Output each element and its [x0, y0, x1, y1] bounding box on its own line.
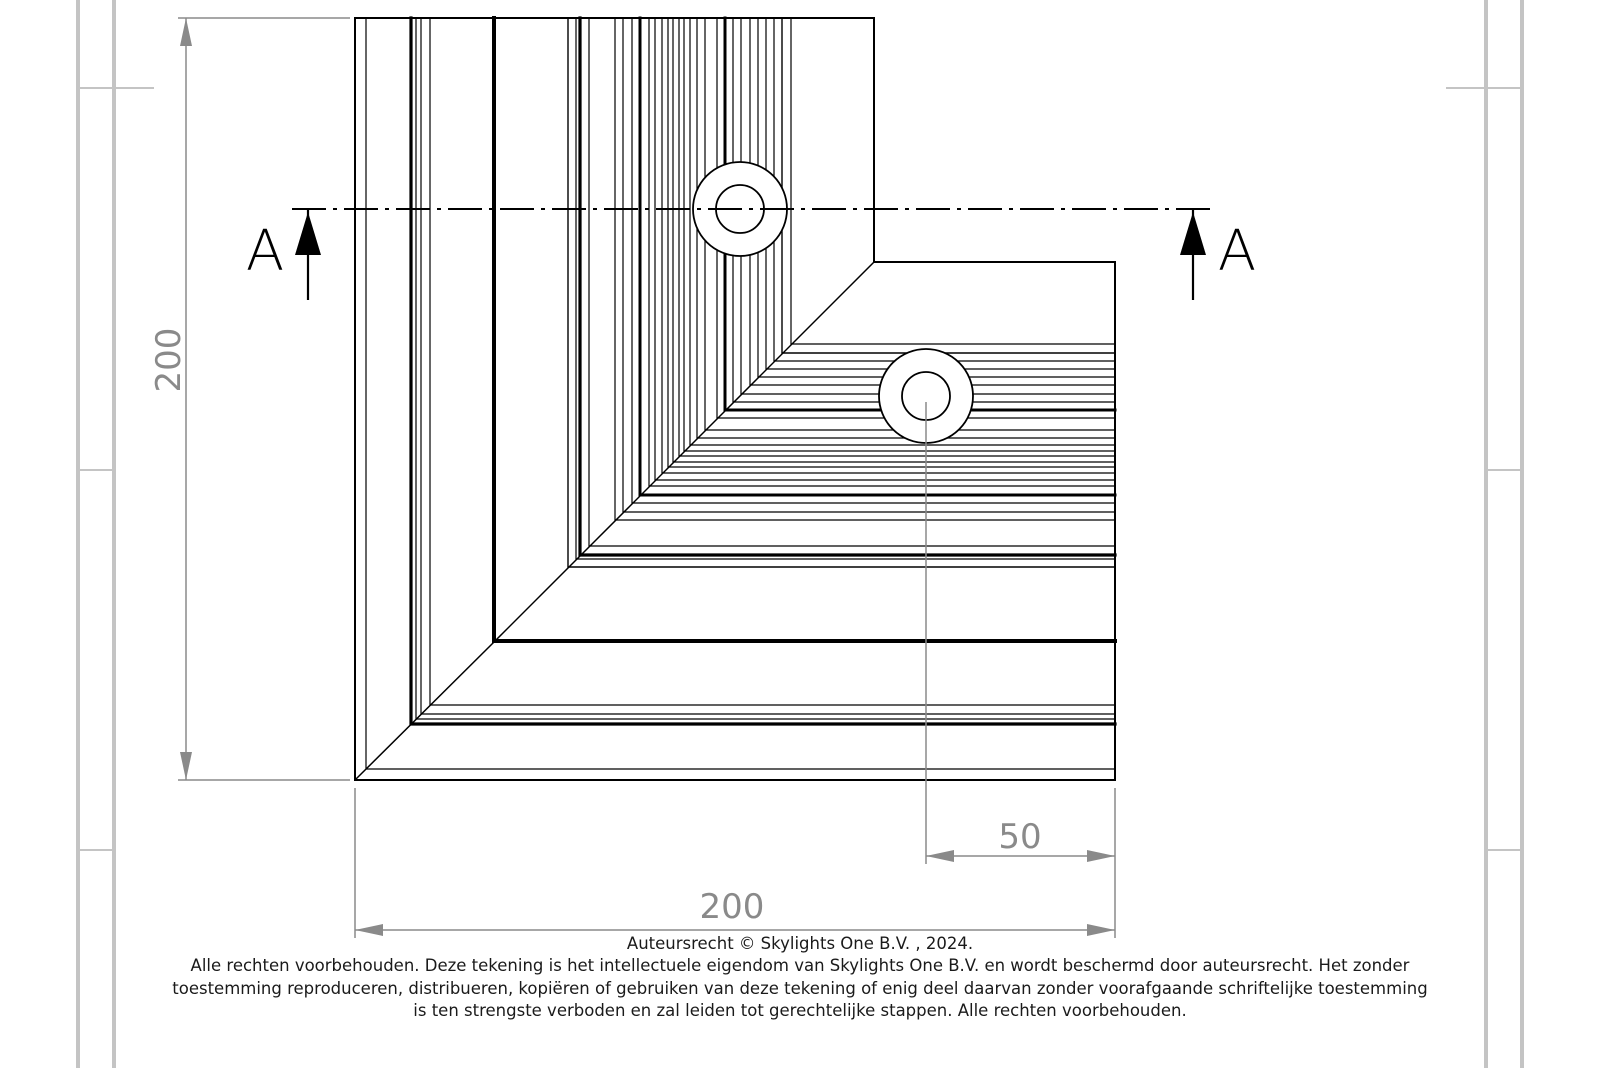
profile-lines: [365, 16, 1117, 770]
profile-contour-line: [723, 16, 1117, 412]
miter-line-lower: [353, 640, 496, 782]
section-label-right: A: [1218, 219, 1256, 284]
profile-contour-line: [578, 16, 1117, 557]
profile-contour-line: [740, 17, 1116, 395]
profile-contour-line: [689, 17, 1116, 446]
profile-contour-line: [683, 17, 1116, 452]
profile-contour-line: [614, 17, 1116, 521]
dimensions: 200 200 50: [149, 17, 1116, 938]
profile-contour-line: [420, 17, 1116, 715]
profile-contour-line: [661, 17, 1116, 474]
mounting-holes: [692, 161, 974, 444]
miter-line-upper: [492, 260, 876, 644]
copyright-notice: Auteursrecht © Skylights One B.V. , 2024…: [0, 933, 1600, 1022]
copyright-line-3: toestemming reproduceren, distribueren, …: [172, 978, 1428, 998]
profile-contour-line: [492, 16, 1117, 643]
sheet-frame: [76, 0, 1524, 1068]
profile-contour-line: [672, 17, 1116, 463]
profile-contour-line: [732, 17, 1116, 403]
profile-contour-line: [575, 17, 1116, 560]
copyright-line-2: Alle rechten voorbehouden. Deze tekening…: [190, 956, 1410, 976]
profile-contour-line: [631, 17, 1116, 504]
profile-contour-line: [667, 17, 1116, 468]
section-arrow-right-head: [1180, 212, 1206, 255]
dim-width-arrow-left: [355, 924, 383, 936]
profile-contour-line: [781, 17, 1116, 354]
profile-contour-line: [749, 17, 1116, 386]
profile-contour-line: [567, 17, 1116, 568]
profile-contour-line: [773, 17, 1116, 362]
profile-contour-line: [365, 17, 1116, 770]
dim-height-arrow-top: [180, 18, 192, 46]
profile-contour-line: [678, 17, 1116, 457]
dim-width-arrow-right: [1087, 924, 1115, 936]
copyright-line-1: Auteursrecht © Skylights One B.V. , 2024…: [626, 934, 974, 953]
dim-hole-value: 50: [998, 817, 1041, 857]
profile-contour-line: [704, 17, 1116, 431]
dim-hole-arrow-left: [926, 850, 954, 862]
profile-contour-line: [765, 17, 1116, 370]
dim-width-value: 200: [700, 887, 765, 927]
profile-contour-line: [790, 17, 1116, 345]
section-arrow-left-head: [295, 212, 321, 255]
profile-contour-line: [648, 17, 1116, 487]
section-line: A A: [246, 208, 1256, 300]
profile-contour-line: [409, 16, 1117, 726]
profile-outline: [354, 17, 1116, 781]
dim-height-value: 200: [149, 328, 189, 393]
profile-contour-line: [429, 17, 1116, 706]
profile-contour-line: [415, 17, 1116, 720]
dim-height-arrow-bottom: [180, 752, 192, 780]
corner-profile: [353, 16, 1117, 782]
copyright-line-4: is ten strengste verboden en zal leiden …: [413, 1000, 1187, 1020]
profile-contour-line: [757, 17, 1116, 378]
profile-contour-line: [622, 17, 1116, 513]
profile-contour-line: [696, 17, 1116, 439]
profile-contour-line: [638, 16, 1117, 497]
dim-hole-arrow-right: [1087, 850, 1115, 862]
section-label-left: A: [246, 219, 284, 284]
profile-contour-line: [716, 17, 1116, 419]
profile-contour-line: [588, 17, 1116, 547]
profile-contour-line: [654, 17, 1116, 481]
